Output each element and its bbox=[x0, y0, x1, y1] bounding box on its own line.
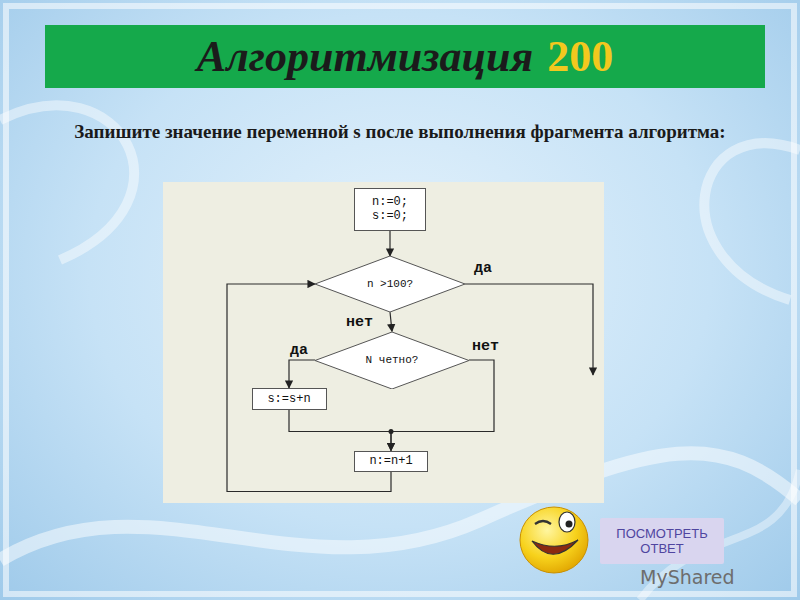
flow-connector bbox=[289, 410, 391, 451]
task-text: Запишите значение переменной s после вып… bbox=[60, 118, 740, 145]
exit-line bbox=[465, 284, 593, 375]
node-text: n >100? bbox=[367, 278, 413, 290]
slide-title: Алгоритмизация bbox=[197, 31, 533, 82]
merge-dot bbox=[389, 429, 394, 434]
branch-label: да bbox=[474, 260, 492, 277]
branch-label: нет bbox=[346, 314, 373, 331]
node-text: s:=s+n bbox=[267, 392, 310, 406]
decision-diamond: N четно? bbox=[315, 332, 469, 389]
title-row: Алгоритмизация 200 bbox=[45, 25, 765, 88]
flow-connector bbox=[289, 360, 315, 388]
node-text: N четно? bbox=[366, 354, 419, 366]
branch-label: да bbox=[290, 342, 308, 359]
node-text: ПОСМОТРЕТЬ ОТВЕТ bbox=[610, 526, 714, 556]
node-text: n:=n+1 bbox=[369, 454, 412, 468]
decision-diamond: n >100? bbox=[315, 256, 465, 312]
answer-button: ПОСМОТРЕТЬ ОТВЕТ bbox=[600, 518, 724, 564]
init-box: n:=0; s:=0; bbox=[354, 188, 426, 231]
node-text: n:=0; s:=0; bbox=[361, 195, 419, 223]
process-box: s:=s+n bbox=[252, 388, 327, 410]
process-box: n:=n+1 bbox=[354, 451, 428, 472]
points-number: 200 bbox=[547, 31, 613, 82]
flow-connector bbox=[390, 312, 392, 332]
watermark: MyShared bbox=[640, 566, 735, 588]
branch-label: нет bbox=[472, 338, 499, 355]
flow-connector bbox=[389, 231, 390, 257]
